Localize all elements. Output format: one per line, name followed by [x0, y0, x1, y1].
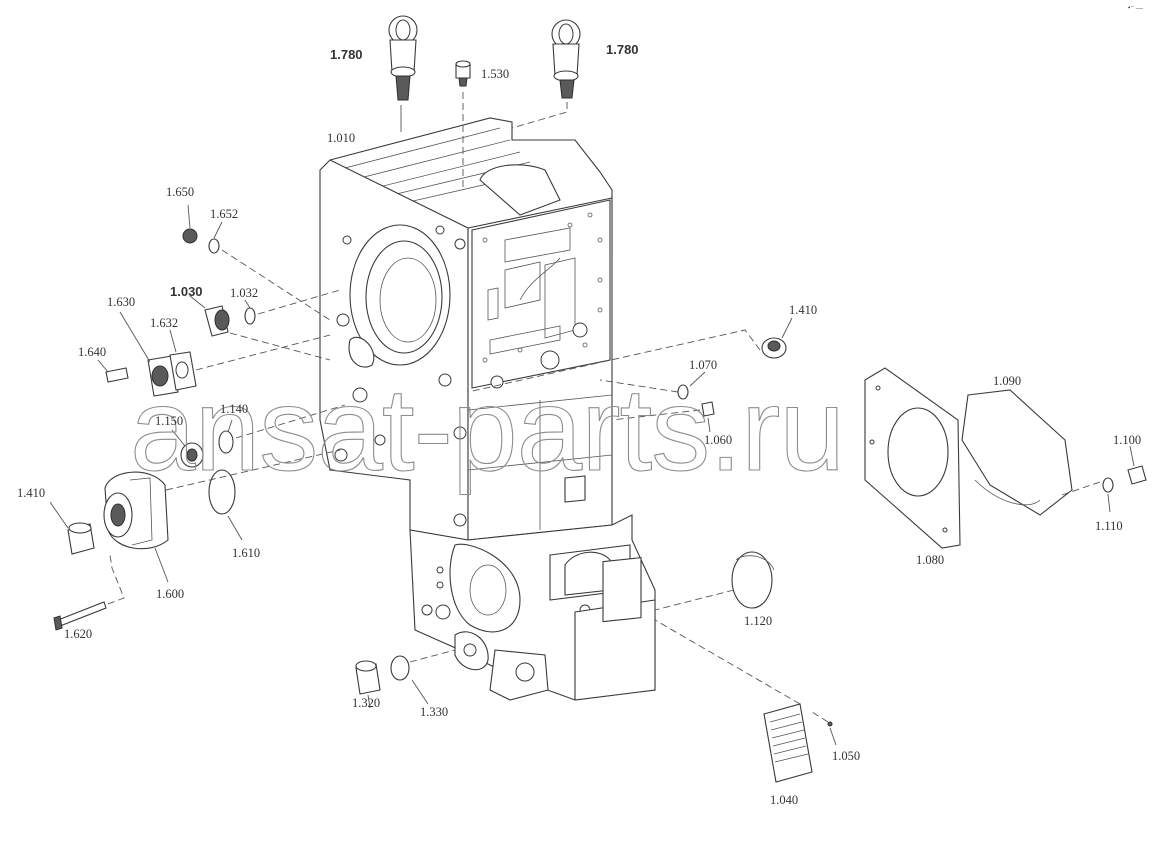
- plug-1150: [171, 404, 346, 468]
- nameplate-1040: [654, 619, 837, 783]
- o-ring-1610: [208, 469, 236, 515]
- label-1632: 1.632: [150, 316, 178, 330]
- label-1530: 1.530: [481, 67, 509, 81]
- plug-1410-right: [467, 317, 793, 393]
- bolt-1620: [53, 554, 125, 631]
- label-1620: 1.620: [64, 627, 92, 641]
- label-1630: 1.630: [107, 295, 135, 309]
- label-1090: 1.090: [993, 374, 1021, 388]
- housing-boss: [479, 164, 561, 216]
- label-1080: 1.080: [916, 553, 944, 567]
- corner-mark: •⁻ —: [1128, 4, 1144, 12]
- label-1320: 1.320: [352, 696, 380, 710]
- nameplate-recess: [602, 557, 642, 623]
- watermark: ansat-parts.ru: [130, 364, 844, 496]
- cap-1120: [654, 551, 775, 611]
- label-1610: 1.610: [232, 546, 260, 560]
- plug-1530: [455, 60, 471, 190]
- label-1110: 1.110: [1095, 519, 1123, 533]
- o-ring-1330: [390, 655, 410, 681]
- label-1780-right: 1.780: [606, 42, 639, 57]
- plug-1410-left: [49, 501, 95, 555]
- label-1070: 1.070: [689, 358, 717, 372]
- label-1050: 1.050: [832, 749, 860, 763]
- pump-1600: [103, 449, 341, 583]
- label-1650: 1.650: [166, 185, 194, 199]
- label-1652: 1.652: [210, 207, 238, 221]
- label-1780-left: 1.780: [330, 47, 363, 62]
- cover-1630: [97, 311, 331, 397]
- label-1040: 1.040: [770, 793, 798, 807]
- label-1330: 1.330: [420, 705, 448, 719]
- plug-1320: [355, 649, 456, 709]
- label-1010: 1.010: [327, 131, 355, 145]
- label-1640: 1.640: [78, 345, 106, 359]
- plug-1070: [599, 371, 715, 433]
- bolt-1100: [1102, 445, 1147, 513]
- shield-1090: [961, 389, 1101, 516]
- transmission-housing: [319, 117, 656, 701]
- eye-bolt-right: [511, 19, 581, 129]
- label-1150: 1.150: [155, 414, 183, 428]
- plug-1030: [189, 289, 341, 361]
- label-1140: 1.140: [220, 402, 248, 416]
- label-1120: 1.120: [744, 614, 772, 628]
- label-1030: 1.030: [170, 284, 203, 299]
- cover-plate-1080: [864, 367, 961, 549]
- label-1100: 1.100: [1113, 433, 1141, 447]
- plug-1650: [182, 204, 331, 321]
- label-1600: 1.600: [156, 587, 184, 601]
- label-1410-left: 1.410: [17, 486, 45, 500]
- label-1060: 1.060: [704, 433, 732, 447]
- label-1032: 1.032: [230, 286, 258, 300]
- label-1410-right: 1.410: [789, 303, 817, 317]
- valve-plate: [471, 199, 611, 389]
- eye-bolt-left: [388, 15, 418, 132]
- part-labels: 1.780 1.780 1.530 1.010 1.650 1.652 1.03…: [17, 42, 1141, 807]
